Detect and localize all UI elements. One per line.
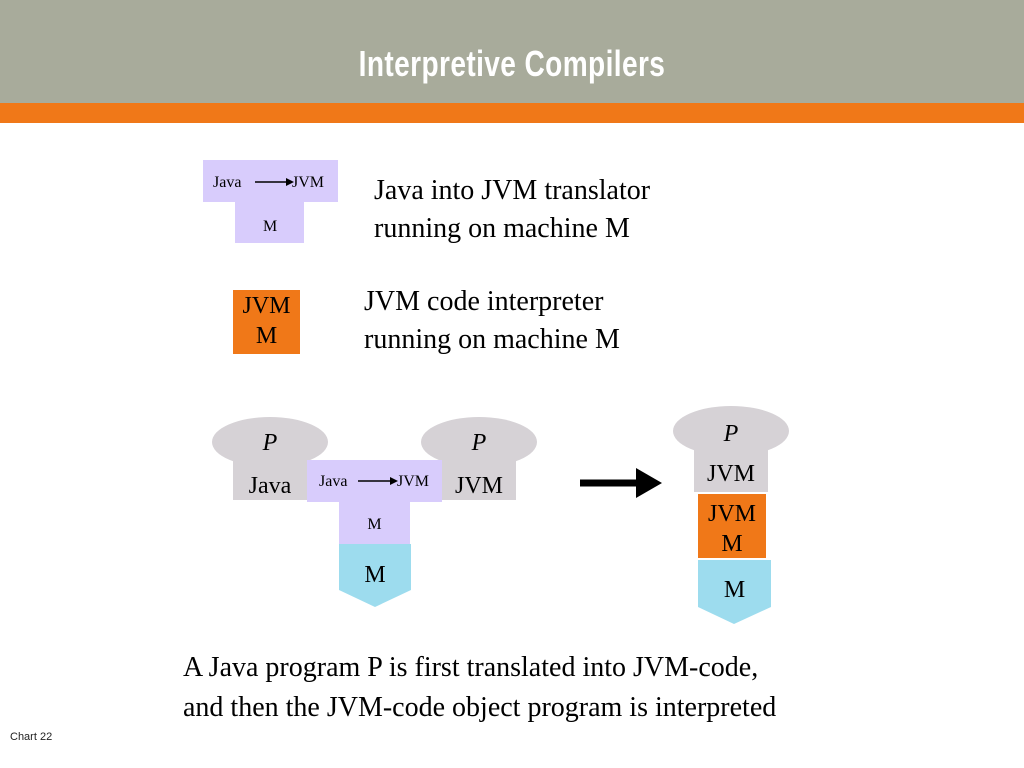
result-machine-label: M — [723, 577, 746, 603]
result-interpreter-language: JVM — [707, 501, 756, 527]
result-program-body — [694, 450, 768, 492]
interpreter-language-label: JVM — [242, 293, 291, 319]
result-program-name: P — [723, 421, 739, 447]
header-accent-stripe — [0, 103, 1024, 123]
slide-header — [0, 0, 1024, 103]
result-program-bubble — [673, 406, 789, 456]
legend-interpreter-block — [233, 290, 300, 354]
source-program-language: Java — [248, 473, 292, 499]
result-machine-shape — [698, 560, 771, 624]
translator-description-line2: running on machine M — [374, 213, 630, 244]
interpreter-description-line1: JVM code interpreter — [364, 286, 604, 317]
object-program-body — [442, 460, 516, 500]
result-program-language: JVM — [706, 461, 755, 487]
host-machine-shape — [339, 544, 411, 607]
result-interpreter-machine: M — [721, 531, 743, 557]
slide-footer: Chart 22 — [10, 731, 53, 743]
translator-source-label: Java — [213, 174, 242, 191]
object-program-language: JVM — [454, 473, 503, 499]
result-interpreter-block — [698, 494, 766, 558]
translator-target-label: JVM — [292, 174, 325, 191]
translator-top-bar — [203, 160, 338, 202]
diagram-translator-arrow-head — [390, 477, 398, 485]
slide-title: Interpretive Compilers — [358, 43, 666, 84]
diagram-caption: A Java program P is first translated int… — [183, 648, 776, 728]
diagram-translator-stem — [339, 502, 410, 544]
translator-description-line1: Java into JVM translator — [374, 175, 651, 206]
translator-arrow-head — [286, 178, 294, 186]
object-program-name: P — [471, 430, 487, 456]
source-program-name: P — [262, 430, 278, 456]
diagram-translator-source: Java — [319, 473, 348, 490]
host-machine-label: M — [364, 562, 386, 588]
diagram-translator-target: JVM — [397, 473, 430, 490]
interpreter-machine-label: M — [255, 323, 278, 349]
object-program-bubble — [421, 417, 537, 467]
caption-line1: A Java program P is first translated int… — [183, 652, 759, 683]
transition-arrow-head — [636, 468, 662, 498]
interpreter-description: JVM code interpreter running on machine … — [364, 283, 620, 359]
diagram-translator-machine: M — [367, 516, 382, 533]
interpreter-description-line2: running on machine M — [364, 324, 620, 355]
translator-description: Java into JVM translator running on mach… — [374, 172, 650, 248]
source-program-body — [233, 460, 307, 500]
translator-stem — [235, 202, 304, 243]
source-program-bubble — [212, 417, 328, 467]
caption-line2: and then the JVM-code object program is … — [183, 692, 777, 723]
translator-machine-label: M — [263, 218, 278, 235]
